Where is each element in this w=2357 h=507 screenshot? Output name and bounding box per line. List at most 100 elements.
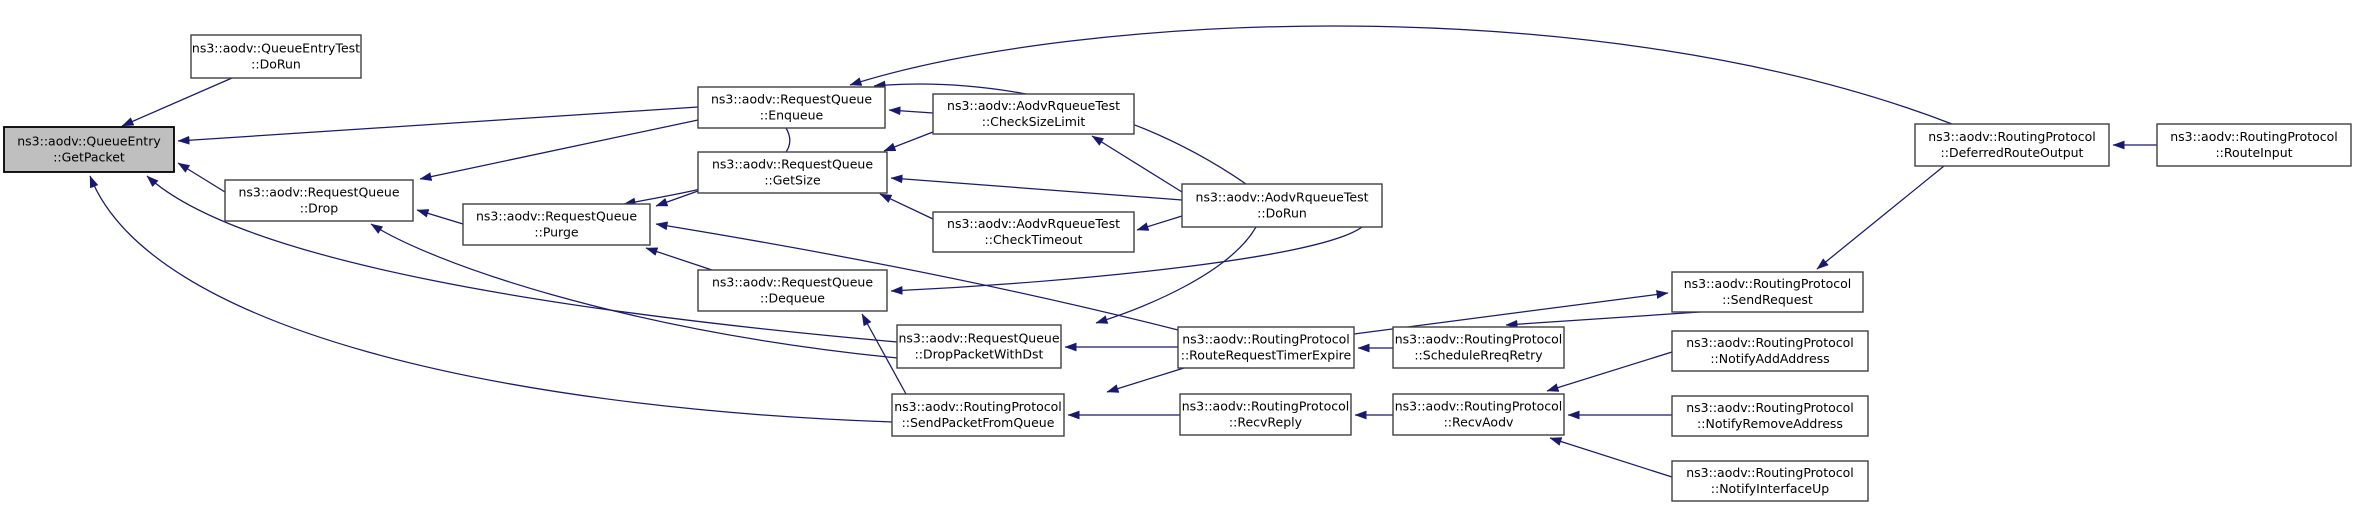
node-label-line2: ::DoRun — [1257, 206, 1307, 221]
node-label-line2: ::NotifyInterfaceUp — [1711, 481, 1829, 496]
graph-node-routeinput[interactable]: ns3::aodv::RoutingProtocol::RouteInput — [2156, 123, 2352, 167]
edge-enqueue-to-drop — [419, 119, 699, 181]
node-label-line1: ns3::aodv::RequestQueue — [238, 185, 399, 200]
node-label-line2: ::RouteInput — [2215, 145, 2292, 160]
node-box[interactable] — [1392, 393, 1565, 436]
edge-droppacketwithdst-to-drop — [370, 223, 898, 359]
edge-routerequesttimerexpire-to-purge — [655, 221, 1179, 331]
graph-node-checktimeout[interactable]: ns3::aodv::AodvRqueueTest::CheckTimeout — [932, 211, 1135, 253]
node-label-line2: ::Dequeue — [760, 291, 825, 306]
node-label-line1: ns3::aodv::RequestQueue — [711, 92, 872, 107]
node-box[interactable] — [1179, 393, 1352, 436]
node-label-line2: ::NotifyRemoveAddress — [1697, 416, 1843, 431]
graph-node-notifyremoveaddress[interactable]: ns3::aodv::RoutingProtocol::NotifyRemove… — [1671, 395, 1869, 437]
node-label-line2: ::RecvAodv — [1444, 415, 1514, 430]
edge-droppacketwithdst-to-getpacket — [146, 175, 898, 343]
node-box[interactable] — [697, 269, 888, 312]
graph-node-sendrequest[interactable]: ns3::aodv::RoutingProtocol::SendRequest — [1671, 271, 1864, 313]
node-box[interactable] — [224, 179, 414, 222]
node-label-line1: ns3::aodv::RequestQueue — [898, 331, 1059, 346]
graph-node-recvaodv[interactable]: ns3::aodv::RoutingProtocol::RecvAodv — [1392, 393, 1565, 436]
node-label-line2: ::Purge — [534, 225, 579, 240]
node-box[interactable] — [896, 324, 1062, 369]
node-label-line2: ::RecvReply — [1229, 415, 1303, 430]
graph-node-deferredrouteoutput[interactable]: ns3::aodv::RoutingProtocol::DeferredRout… — [1914, 123, 2110, 167]
node-box[interactable] — [1181, 183, 1383, 228]
edge-deferredrouteoutput-to-enqueue — [849, 25, 1953, 125]
node-label-line2: ::RouteRequestTimerExpire — [1181, 348, 1352, 363]
edge-deferredrouteoutput-to-sendrequest — [1816, 165, 1945, 270]
node-box[interactable] — [1671, 271, 1864, 313]
node-box[interactable] — [1671, 395, 1869, 437]
node-label-line1: ns3::aodv::RoutingProtocol — [1395, 399, 1563, 414]
graph-node-recvreply[interactable]: ns3::aodv::RoutingProtocol::RecvReply — [1179, 393, 1352, 436]
graph-node-routerequesttimerexpire[interactable]: ns3::aodv::RoutingProtocol::RouteRequest… — [1177, 326, 1355, 369]
node-label-line1: ns3::aodv::RoutingProtocol — [2170, 129, 2338, 144]
graph-node-dequeue[interactable]: ns3::aodv::RequestQueue::Dequeue — [697, 269, 888, 312]
node-label-line1: ns3::aodv::AodvRqueueTest — [1196, 190, 1369, 205]
edge-rq_dorun-to-droppacketwithdst — [1095, 226, 1257, 324]
node-box[interactable] — [697, 151, 888, 194]
graph-node-droppacketwithdst[interactable]: ns3::aodv::RequestQueue::DropPacketWithD… — [896, 324, 1062, 369]
edge-rq_dorun-to-checktimeout — [1136, 215, 1183, 231]
node-box[interactable] — [1671, 330, 1869, 372]
node-label-line1: ns3::aodv::RequestQueue — [712, 275, 873, 290]
edge-sendrequest-to-schedulerreqretry — [1505, 311, 1701, 329]
node-label-line1: ns3::aodv::RoutingProtocol — [1686, 400, 1854, 415]
node-label-line2: ::GetSize — [764, 173, 821, 188]
edge-routerequesttimerexpire-to-sendpacketfromqueue — [1106, 367, 1185, 393]
node-label-line2: ::SendRequest — [1722, 292, 1813, 307]
edge-notifyaddaddress-to-recvaodv — [1546, 351, 1673, 392]
node-label-line2: ::DropPacketWithDst — [915, 347, 1044, 362]
edge-getsize-to-purge — [655, 190, 699, 207]
edge-rq_dorun-to-checksizelimit — [1091, 135, 1183, 193]
node-box[interactable] — [1392, 326, 1565, 369]
node-box[interactable] — [462, 203, 651, 246]
node-box[interactable] — [932, 211, 1135, 253]
node-box[interactable] — [932, 93, 1135, 135]
graph-node-getpacket[interactable]: ns3::aodv::QueueEntry::GetPacket — [3, 126, 175, 173]
node-box[interactable] — [1671, 460, 1869, 502]
edge-checksizelimit-to-getsize — [883, 131, 934, 152]
graph-node-checksizelimit[interactable]: ns3::aodv::AodvRqueueTest::CheckSizeLimi… — [932, 93, 1135, 135]
node-box[interactable] — [2156, 123, 2352, 167]
edge-dequeue-to-purge — [645, 247, 713, 271]
node-label-line1: ns3::aodv::RoutingProtocol — [1684, 276, 1852, 291]
graph-node-notifyaddaddress[interactable]: ns3::aodv::RoutingProtocol::NotifyAddAdd… — [1671, 330, 1869, 372]
node-label-line1: ns3::aodv::RoutingProtocol — [894, 399, 1062, 414]
node-label-line2: ::CheckSizeLimit — [982, 114, 1086, 129]
node-label-line2: ::ScheduleRreqRetry — [1414, 348, 1543, 363]
node-box[interactable] — [697, 86, 886, 129]
graph-node-qetest_dorun[interactable]: ns3::aodv::QueueEntryTest::DoRun — [190, 34, 362, 79]
edge-sendpacketfromqueue-to-dequeue — [861, 313, 907, 395]
highlighted-node-box[interactable] — [3, 126, 175, 173]
node-label-line1: ns3::aodv::AodvRqueueTest — [947, 216, 1120, 231]
node-label-line1: ns3::aodv::RoutingProtocol — [1928, 129, 2096, 144]
graph-node-drop[interactable]: ns3::aodv::RequestQueue::Drop — [224, 179, 414, 222]
graph-node-rq_dorun[interactable]: ns3::aodv::AodvRqueueTest::DoRun — [1181, 183, 1383, 228]
node-label-line1: ns3::aodv::RequestQueue — [712, 157, 873, 172]
node-label-line1: ns3::aodv::QueueEntry — [17, 134, 161, 149]
graph-node-getsize[interactable]: ns3::aodv::RequestQueue::GetSize — [697, 151, 888, 194]
edge-sendpacketfromqueue-to-getpacket — [89, 175, 893, 423]
node-label-line1: ns3::aodv::RequestQueue — [476, 209, 637, 224]
edge-rq_dorun-to-getsize — [890, 174, 1183, 201]
node-box[interactable] — [1177, 326, 1355, 369]
edge-notifyinterfaceup-to-recvaodv — [1549, 437, 1673, 478]
graph-node-enqueue[interactable]: ns3::aodv::RequestQueue::Enqueue — [697, 86, 886, 129]
node-box[interactable] — [891, 393, 1065, 437]
edge-checktimeout-to-getsize — [879, 193, 934, 220]
node-label-line2: ::Enqueue — [760, 108, 824, 123]
node-label-line2: ::SendPacketFromQueue — [902, 415, 1055, 430]
node-label-line2: ::CheckTimeout — [985, 232, 1083, 247]
node-box[interactable] — [190, 34, 362, 79]
node-label-line1: ns3::aodv::AodvRqueueTest — [947, 98, 1120, 113]
node-label-line1: ns3::aodv::RoutingProtocol — [1686, 335, 1854, 350]
edge-enqueue-to-getpacket — [177, 106, 699, 145]
graph-node-schedulerreqretry[interactable]: ns3::aodv::RoutingProtocol::ScheduleRreq… — [1392, 326, 1565, 369]
graph-node-purge[interactable]: ns3::aodv::RequestQueue::Purge — [462, 203, 651, 246]
graph-node-notifyinterfaceup[interactable]: ns3::aodv::RoutingProtocol::NotifyInterf… — [1671, 460, 1869, 502]
graph-node-sendpacketfromqueue[interactable]: ns3::aodv::RoutingProtocol::SendPacketFr… — [891, 393, 1065, 437]
node-box[interactable] — [1914, 123, 2110, 167]
